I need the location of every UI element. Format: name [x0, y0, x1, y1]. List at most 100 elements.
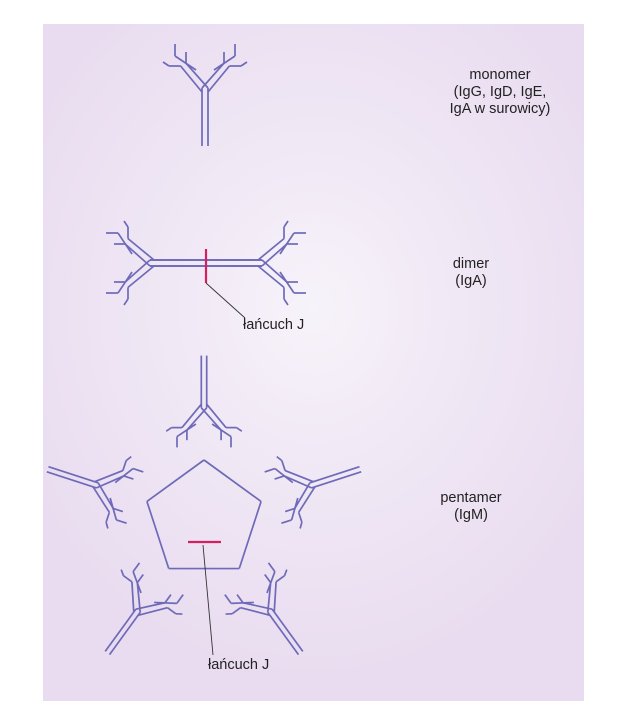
heavy-chain-line — [294, 482, 311, 509]
heavy-chain-line — [206, 403, 227, 429]
light-chain-line — [175, 612, 183, 615]
pentamer-antibody-2 — [264, 455, 362, 529]
heavy-chain-line — [92, 486, 111, 513]
heavy-chain-line — [137, 606, 168, 617]
light-chain-line — [165, 426, 173, 432]
light-chain-line — [162, 61, 170, 67]
heavy-chain-line — [123, 475, 134, 480]
light-chain-line — [240, 61, 248, 67]
heavy-chain-line — [283, 475, 312, 489]
heavy-chain-line — [257, 237, 285, 261]
dimer-j-chain-leader — [205, 282, 246, 319]
dimer-j-chain-label: łańcuch J — [243, 317, 305, 333]
heavy-chain-line — [201, 62, 225, 89]
heavy-chain-line — [136, 574, 144, 584]
light-chain-line — [105, 512, 111, 523]
heavy-chain-line — [261, 259, 288, 283]
heavy-chain-line — [271, 608, 304, 652]
monomer-label-line-1: monomer — [469, 67, 531, 83]
heavy-chain-line — [181, 403, 202, 429]
monomer-antibody — [162, 44, 248, 146]
light-chain-line — [125, 455, 132, 462]
diagram-background — [43, 24, 584, 701]
light-chain-line — [116, 519, 127, 525]
heavy-chain-line — [124, 259, 151, 283]
heavy-chain-line — [96, 475, 125, 489]
heavy-chain-line — [135, 601, 166, 611]
light-chain-line — [283, 298, 289, 306]
pentamer-j-chain-label: łańcuch J — [208, 657, 270, 673]
light-chain-line — [276, 455, 283, 462]
light-chain-line — [122, 575, 133, 583]
heavy-chain-line — [257, 265, 285, 289]
pentamer-antibody-5 — [46, 455, 144, 529]
heavy-chain-line — [236, 594, 244, 604]
light-chain-line — [120, 569, 125, 577]
pentamer-label-line-2: (IgM) — [454, 507, 488, 523]
j-chain-markers — [188, 249, 221, 544]
light-chain-line — [264, 467, 276, 473]
heavy-chain-line — [108, 611, 141, 656]
heavy-chain-line — [309, 465, 360, 484]
heavy-chain-line — [240, 606, 271, 617]
light-chain-line — [176, 594, 184, 604]
heavy-chain-line — [94, 469, 124, 483]
pentamer-label: pentamer (IgM) — [386, 490, 556, 524]
heavy-chain-line — [267, 611, 300, 656]
light-chain-line — [297, 512, 303, 523]
light-chain-line — [224, 594, 232, 604]
heavy-chain-line — [97, 482, 114, 509]
light-chain-line — [267, 562, 276, 573]
heavy-chain-line — [242, 601, 273, 611]
heavy-chain-line — [284, 469, 314, 483]
heavy-chain-line — [104, 608, 137, 652]
light-chain-line — [225, 612, 233, 615]
heavy-chain-line — [274, 475, 285, 480]
light-chain-line — [275, 575, 286, 583]
dimer-label-line-2: (IgA) — [455, 273, 487, 289]
monomer-label: monomer (IgG, IgD, IgE, IgA w surowicy) — [400, 67, 600, 118]
light-chain-line — [283, 220, 289, 228]
light-chain-line — [132, 562, 141, 573]
light-chain-line — [235, 426, 243, 432]
heavy-chain-line — [200, 407, 222, 431]
heavy-chain-line — [284, 507, 296, 513]
light-chain-line — [283, 569, 288, 577]
pentamer-j-chain-leader — [202, 544, 214, 656]
pentamer-linking-chain — [203, 459, 262, 503]
leader-lines — [202, 282, 246, 656]
heavy-chain-line — [136, 582, 142, 613]
monomer-antibody-shape — [162, 44, 248, 146]
light-chain-line — [132, 467, 144, 473]
dimer-left-antibody — [106, 220, 208, 306]
light-chain-line — [299, 522, 303, 529]
dimer-label-line-1: dimer — [452, 256, 490, 272]
heavy-chain-line — [297, 486, 316, 513]
dimer-right-antibody — [204, 220, 306, 306]
pentamer-linking-chain — [146, 459, 205, 503]
light-chain-line — [281, 460, 286, 471]
heavy-chain-line — [311, 470, 362, 489]
heavy-chain-line — [127, 265, 155, 289]
light-chain-line — [122, 460, 127, 471]
pentamer-antibody — [46, 355, 362, 656]
light-chain-line — [123, 298, 129, 306]
heavy-chain-line — [112, 507, 124, 513]
heavy-chain-line — [261, 243, 288, 267]
heavy-chain-line — [266, 582, 272, 613]
dimer-antibody — [106, 220, 306, 306]
heavy-chain-line — [127, 237, 155, 261]
pentamer-label-line-1: pentamer — [440, 490, 502, 506]
heavy-chain-line — [185, 62, 209, 89]
light-chain-line — [231, 606, 242, 615]
heavy-chain-line — [207, 65, 231, 93]
heavy-chain-line — [131, 581, 135, 613]
heavy-chain-line — [164, 594, 172, 604]
monomer-label-line-3: IgA w surowicy) — [449, 101, 551, 117]
heavy-chain-line — [46, 470, 97, 489]
heavy-chain-line — [179, 65, 203, 93]
light-chain-line — [166, 606, 177, 615]
dimer-label: dimer (IgA) — [386, 256, 556, 290]
heavy-chain-line — [186, 407, 208, 431]
heavy-chain-line — [48, 465, 99, 484]
